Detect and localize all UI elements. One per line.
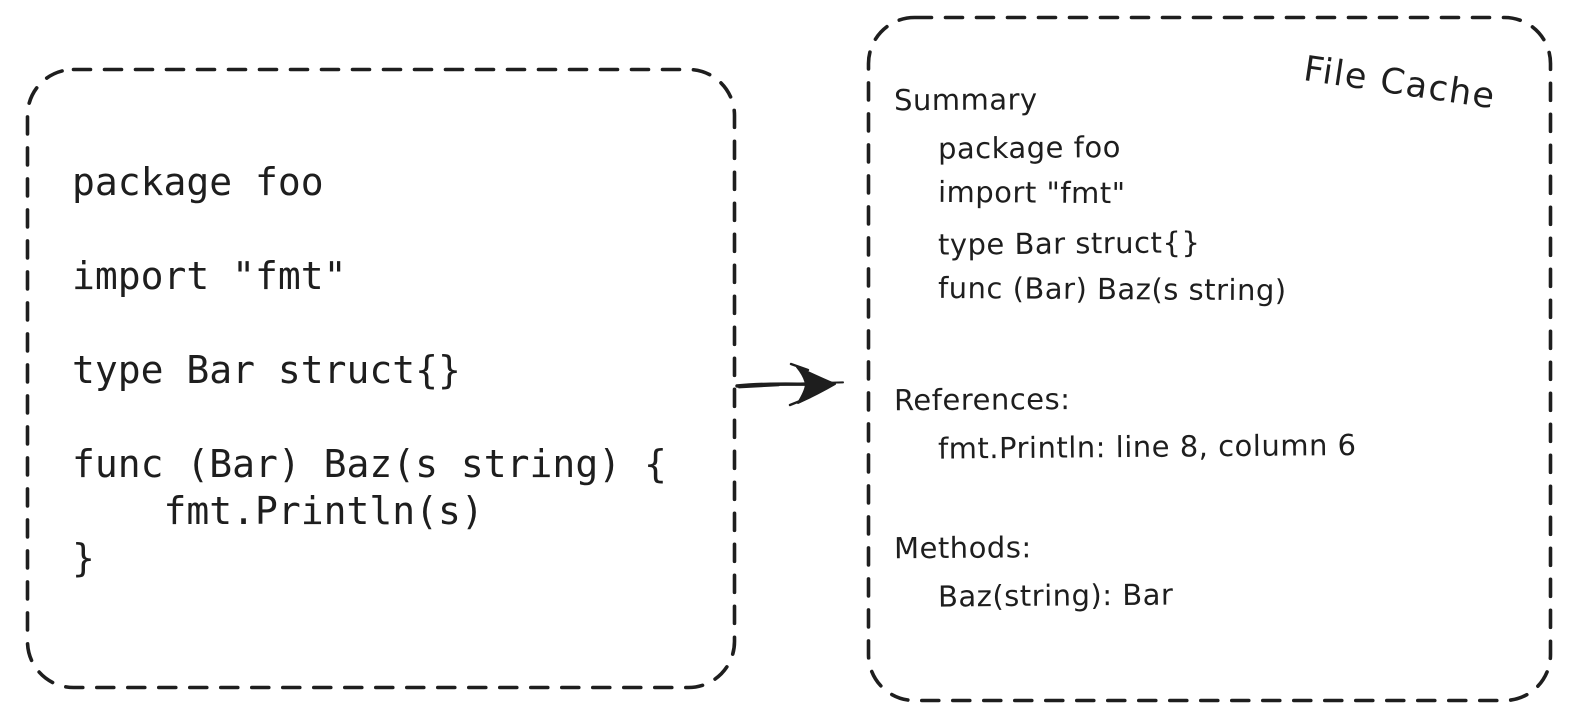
summary-item: import "fmt"	[937, 174, 1126, 211]
summary-item: func (Bar) Baz(s string)	[937, 270, 1287, 308]
references-heading: References:	[893, 382, 1071, 418]
arrow-right-icon	[735, 362, 844, 407]
summary-item: package foo	[937, 130, 1121, 166]
methods-section: Methods: Baz(string): Bar	[894, 522, 1537, 618]
summary-item: type Bar struct{}	[937, 225, 1201, 262]
file-cache-content: Summary package foo import "fmt" type Ba…	[894, 74, 1537, 618]
methods-heading: Methods:	[893, 530, 1032, 566]
source-code: package foo import "fmt" type Bar struct…	[72, 160, 667, 580]
reference-item: fmt.Println: line 8, column 6	[937, 427, 1357, 466]
method-item: Baz(string): Bar	[937, 577, 1174, 614]
references-section: References: fmt.Println: line 8, column …	[894, 374, 1537, 470]
source-code-panel: package foo import "fmt" type Bar struct…	[25, 67, 737, 690]
methods-items: Baz(string): Bar	[894, 570, 1537, 618]
summary-section: Summary package foo import "fmt" type Ba…	[894, 74, 1537, 314]
summary-heading: Summary	[893, 82, 1038, 118]
file-cache-panel: File Cache Summary package foo import "f…	[866, 15, 1553, 703]
summary-items: package foo import "fmt" type Bar struct…	[894, 122, 1537, 314]
references-items: fmt.Println: line 8, column 6	[894, 422, 1537, 470]
